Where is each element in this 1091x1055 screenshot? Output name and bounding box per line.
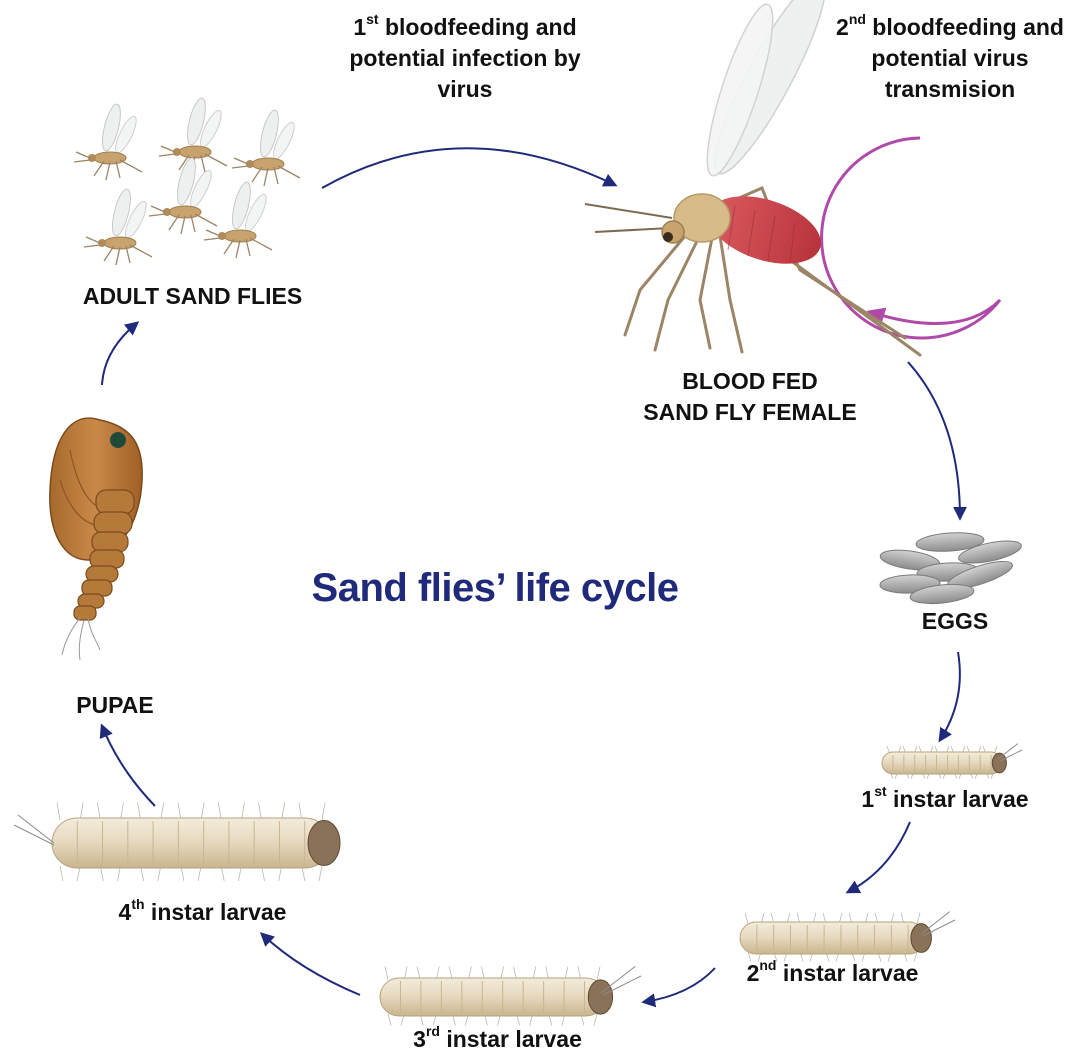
- first-line1: bloodfeeding and: [379, 14, 577, 40]
- pupa-illustration: [50, 418, 142, 660]
- blood-fed-line2: SAND FLY FEMALE: [610, 397, 890, 428]
- arrow-larva4-to-pupae: [102, 726, 155, 806]
- larva4-ordinal: 4: [119, 899, 132, 925]
- larva1-ordinal-suffix: st: [874, 783, 886, 799]
- larva3-illustration: [380, 966, 641, 1025]
- first-line2: potential infection by: [300, 43, 630, 74]
- adult-sand-flies-illustration: [74, 96, 300, 265]
- larva4-label: 4th instar larvae: [85, 897, 320, 928]
- arrow-larva2-to-larva3: [644, 968, 715, 1002]
- second-bloodfeeding-annotation: 2nd bloodfeeding and potential virus tra…: [815, 12, 1085, 105]
- pupae-label: PUPAE: [60, 690, 170, 721]
- adult-sand-flies-label: ADULT SAND FLIES: [60, 281, 325, 312]
- adult-sand-fly: [74, 102, 142, 180]
- adult-sand-fly: [149, 156, 217, 234]
- second-line3: transmision: [815, 74, 1085, 105]
- first-ordinal: 1: [353, 14, 366, 40]
- second-line2: potential virus: [815, 43, 1085, 74]
- arrow-eggs-to-larva1: [940, 652, 960, 740]
- arrow-larva1-to-larva2: [848, 822, 910, 892]
- larva2-illustration: [740, 912, 955, 962]
- larva1-ordinal: 1: [861, 786, 874, 812]
- second-line1: bloodfeeding and: [866, 14, 1064, 40]
- first-ordinal-suffix: st: [366, 11, 378, 27]
- blood-fed-line1: BLOOD FED: [610, 366, 890, 397]
- diagram-title: Sand flies’ life cycle: [240, 566, 750, 611]
- eggs-illustration: [879, 531, 1023, 607]
- first-bloodfeeding-annotation: 1st bloodfeeding and potential infection…: [300, 12, 630, 105]
- arrow-larva3-to-larva4: [262, 934, 360, 995]
- larva2-label: 2nd instar larvae: [715, 958, 950, 989]
- blood-fed-female-label: BLOOD FED SAND FLY FEMALE: [610, 366, 890, 428]
- larva3-rest: instar larvae: [440, 1026, 582, 1052]
- adult-sand-fly: [84, 187, 152, 265]
- second-ordinal: 2: [836, 14, 849, 40]
- arrow-pupae-to-adult: [102, 323, 137, 385]
- larva2-ordinal-suffix: nd: [759, 957, 776, 973]
- larva2-ordinal: 2: [747, 960, 760, 986]
- first-line3: virus: [300, 74, 630, 105]
- arrow-adult-to-bloodfed: [322, 148, 615, 188]
- larva4-illustration: [14, 803, 340, 882]
- larva4-rest: instar larvae: [145, 899, 287, 925]
- second-ordinal-suffix: nd: [849, 11, 866, 27]
- larva2-rest: instar larvae: [776, 960, 918, 986]
- adult-sand-fly: [232, 108, 300, 186]
- second-feeding-loop-arrow: [822, 138, 1000, 338]
- larva1-rest: instar larvae: [887, 786, 1029, 812]
- larva4-ordinal-suffix: th: [131, 896, 144, 912]
- eggs-label: EGGS: [900, 606, 1010, 637]
- arrow-bloodfed-to-eggs: [908, 362, 960, 518]
- adult-sand-fly: [204, 180, 272, 258]
- larva1-illustration: [882, 744, 1022, 779]
- larva3-ordinal-suffix: rd: [426, 1023, 440, 1039]
- larva1-label: 1st instar larvae: [830, 784, 1060, 815]
- larva3-ordinal: 3: [413, 1026, 426, 1052]
- larva3-label: 3rd instar larvae: [380, 1024, 615, 1055]
